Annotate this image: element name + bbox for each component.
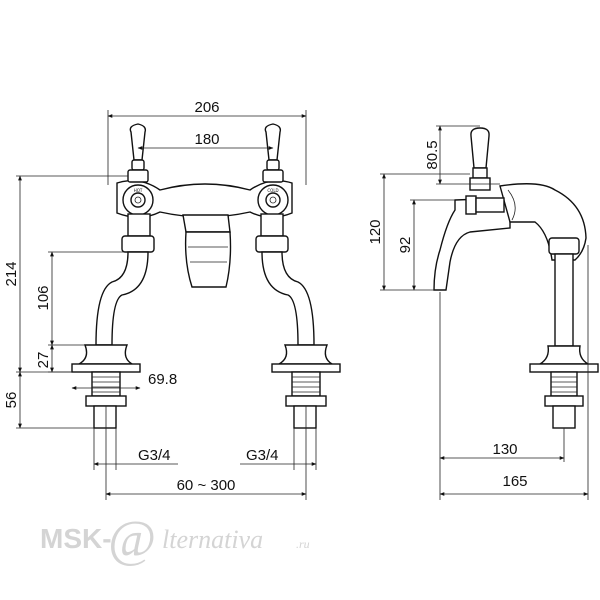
cold-label: COLD [267,188,278,193]
dim-center-range: 60 ~ 300 [177,477,236,494]
dim-total-height: 214 [3,261,20,286]
dim-spout-reach: 130 [492,441,517,458]
side-spout [433,197,511,291]
dim-base-diameter: 69.8 [148,371,177,388]
watermark-prefix: MSK- [40,523,112,554]
front-view: HOT COLD [71,123,341,429]
front-body [116,180,293,218]
dim-total-depth: 165 [502,473,527,490]
front-spout-block [182,214,231,233]
dim-handle-centers: 180 [194,131,219,148]
left-leg [71,213,155,429]
dim-leg-height: 106 [35,285,52,310]
right-handle: COLD [257,123,289,216]
dim-thread-left: G3/4 [138,447,171,464]
right-leg [255,213,341,429]
dim-thread-right: G3/4 [246,447,279,464]
dim-shank-length: 56 [3,392,20,409]
left-handle: HOT [122,123,154,216]
side-dimensions: 80.5 120 92 130 165 [367,125,589,500]
front-spout [184,231,232,288]
dim-side-spout-height: 92 [397,237,414,254]
side-view [433,127,599,429]
watermark-at: @ [108,511,156,568]
watermark-word: lternativa [162,525,263,554]
dim-side-handle-height: 80.5 [424,140,441,169]
dim-total-width: 206 [194,99,219,116]
watermark-suffix: .ru [296,537,310,551]
front-dimensions: 206 180 214 106 27 56 69.8 G3/4 G3/4 [3,99,317,500]
hot-label: HOT [134,188,143,193]
watermark: MSK- @ lternativa .ru [40,511,310,568]
side-handle [470,127,490,169]
dim-base-height: 27 [35,352,52,369]
dim-side-total-height: 120 [367,219,384,244]
